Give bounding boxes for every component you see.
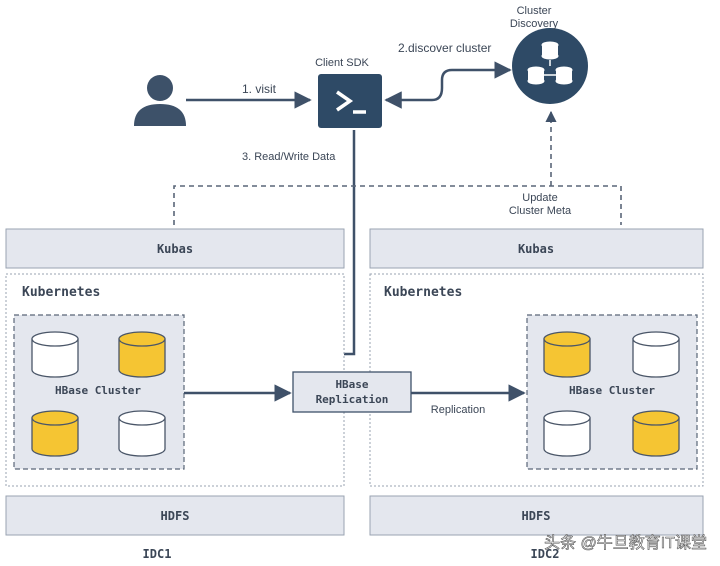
idc2-kubernetes-label: Kubernetes	[384, 285, 462, 300]
discover-arrow	[384, 61, 512, 109]
update-meta-dashed-line	[173, 185, 622, 225]
discover-label: 2.discover cluster	[398, 41, 491, 55]
idc1-hbase-cluster-label: HBase Cluster	[55, 384, 141, 397]
idc2-cylinder-3	[543, 410, 591, 457]
idc2-kubas-label: Kubas	[518, 242, 554, 256]
idc1-kubas-bar	[5, 228, 345, 269]
read-write-label: 3. Read/Write Data	[242, 151, 336, 163]
idc2-label: IDC2	[531, 547, 560, 561]
watermark: 头条 @牛旦教育IT课堂	[544, 534, 707, 552]
cluster-discovery-label-2: Discovery	[510, 18, 559, 30]
hbase-replication-label-2: Replication	[316, 393, 389, 406]
idc1-cylinder-1	[31, 331, 79, 378]
idc2-cylinder-4	[632, 410, 680, 457]
cluster-discovery-node	[512, 28, 588, 104]
visit-label: 1. visit	[242, 82, 277, 96]
idc1-kubas-label: Kubas	[157, 242, 193, 256]
idc1-hdfs-label: HDFS	[161, 509, 190, 523]
idc1-hdfs-bar	[5, 495, 345, 536]
idc2-cylinder-1	[543, 331, 591, 378]
update-meta-label-1: Update	[522, 192, 557, 204]
cluster-discovery-label-1: Cluster	[517, 5, 552, 17]
idc2-hdfs-label: HDFS	[522, 509, 551, 523]
database-icon	[527, 41, 573, 85]
update-meta-label-2: Cluster Meta	[509, 205, 572, 217]
idc2-kubas-bar	[369, 228, 704, 269]
idc2-hdfs-bar	[369, 495, 704, 536]
idc2-hbase-cluster-label: HBase Cluster	[569, 384, 655, 397]
idc1-label: IDC1	[143, 547, 172, 561]
hbase-replication-box	[292, 371, 412, 413]
user-icon	[134, 75, 186, 126]
idc1-cylinder-4	[118, 410, 166, 457]
idc2-cylinder-2	[632, 331, 680, 378]
client-sdk-node	[318, 74, 382, 128]
idc1-cylinder-2	[118, 331, 166, 378]
idc1-kubernetes-label: Kubernetes	[22, 285, 100, 300]
hbase-replication-label-1: HBase	[335, 378, 368, 391]
client-sdk-label: Client SDK	[315, 57, 369, 69]
idc1-cylinder-3	[31, 410, 79, 457]
replication-arrow-label: Replication	[431, 404, 485, 416]
